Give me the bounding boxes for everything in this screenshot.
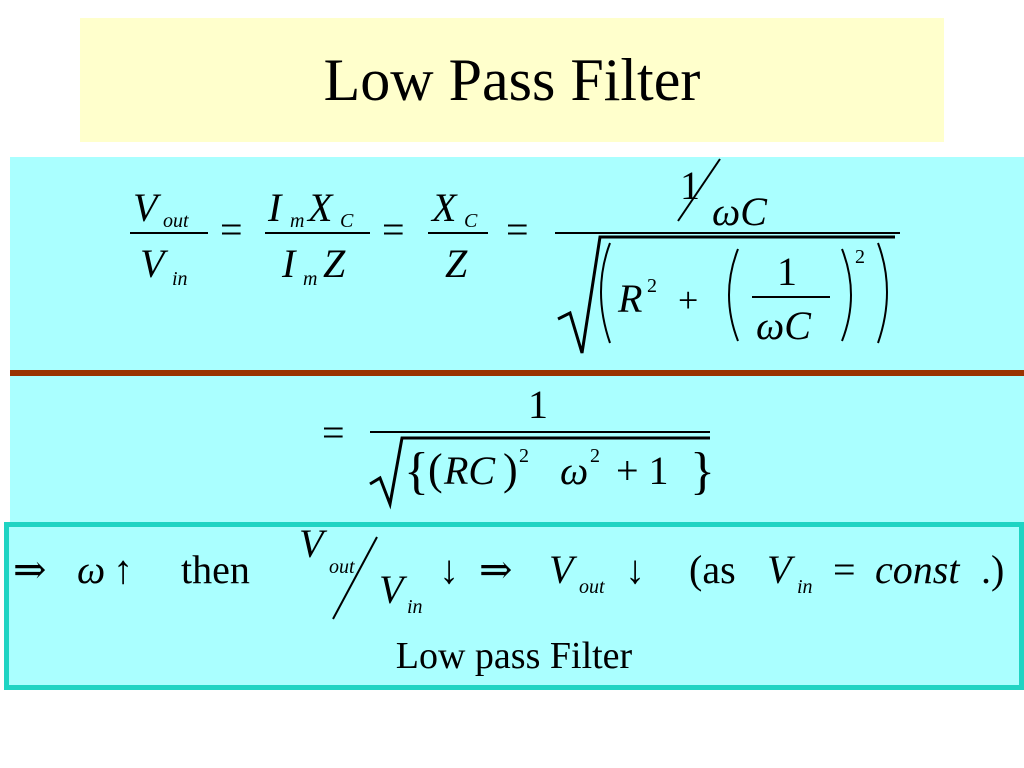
fraction-xc-z: X C Z xyxy=(428,185,488,286)
right-paren: ) xyxy=(503,445,518,494)
inner-omega-c: ωC xyxy=(756,303,812,348)
numerator-x: X xyxy=(430,185,458,230)
ratio-sub-in: in xyxy=(407,596,423,618)
inner-right-paren xyxy=(841,248,852,342)
implies-arrow-2: ⇒ xyxy=(479,547,513,592)
denominator-sub-in: in xyxy=(172,268,188,290)
numerator-v: V xyxy=(133,185,162,230)
equation-row-2: = 1 { ( RC ) 2 ω 2 + 1 } xyxy=(322,382,715,510)
denominator-z: Z xyxy=(323,241,346,286)
divider-bar xyxy=(10,370,1024,376)
title-banner: Low Pass Filter xyxy=(80,18,944,142)
denominator-sub-m: m xyxy=(303,268,317,290)
ratio-slash xyxy=(332,536,378,620)
inner-one: 1 xyxy=(777,249,797,294)
denominator-z: Z xyxy=(445,241,468,286)
numerator-sub-out: out xyxy=(163,210,189,232)
down-arrow-1: ↓ xyxy=(439,547,459,592)
const-word: const xyxy=(875,547,960,592)
fraction-reactance-impedance: 1 ωC R 2 + 1 ωC 2 xyxy=(555,158,900,354)
numerator-sub-c: C xyxy=(340,210,354,232)
inner-squared: 2 xyxy=(855,246,865,268)
numerator-one: 1 xyxy=(528,382,548,427)
v-sub-in: in xyxy=(797,576,813,598)
left-paren: ( xyxy=(428,445,443,494)
numerator-one: 1 xyxy=(680,163,700,208)
equals-sign: = xyxy=(322,410,345,455)
fraction-imxc-imz: I m X C I m Z xyxy=(265,185,370,290)
as-word: (as xyxy=(689,547,736,592)
omega-squared: 2 xyxy=(590,445,600,467)
omega-symbol: ω xyxy=(560,448,588,493)
numerator-i: I xyxy=(267,185,283,230)
square-root-sign xyxy=(369,436,710,510)
left-paren xyxy=(600,242,611,344)
v-out: V xyxy=(549,547,578,592)
equation-row-1: V out V in = I m X C I m Z = X C Z = xyxy=(130,158,900,354)
fraction-vout-vin: V out V in xyxy=(130,185,208,290)
conclusion-statement: ⇒ ω ↑ then V out V in ↓ ⇒ V out ↓ (as V … xyxy=(13,527,1004,620)
then-word: then xyxy=(181,547,250,592)
slash xyxy=(677,158,721,222)
rc-squared: 2 xyxy=(519,445,529,467)
closing-period: .) xyxy=(981,547,1004,592)
v-in: V xyxy=(767,547,796,592)
numerator-sub-m: m xyxy=(290,210,304,232)
down-arrow-2: ↓ xyxy=(625,547,645,592)
denominator-v: V xyxy=(140,241,169,286)
equals-sign-2: = xyxy=(382,207,405,252)
slide-title: Low Pass Filter xyxy=(323,47,701,113)
inner-left-paren xyxy=(728,248,739,342)
rc-symbol: RC xyxy=(443,448,496,493)
square-root-sign xyxy=(557,235,895,354)
caption-low-pass-filter: Low pass Filter xyxy=(395,635,633,677)
numerator-sub-c: C xyxy=(464,210,478,232)
plus-one: + 1 xyxy=(616,448,669,493)
up-arrow: ↑ xyxy=(113,547,133,592)
equals-sign: = xyxy=(833,547,856,592)
implies-arrow-1: ⇒ xyxy=(13,547,47,592)
left-brace: { xyxy=(404,443,429,500)
right-paren xyxy=(877,242,888,344)
ratio-sub-out: out xyxy=(329,556,355,578)
right-brace: } xyxy=(690,443,715,500)
ratio-v-in: V xyxy=(379,567,408,612)
plus-sign: + xyxy=(678,280,698,320)
r-squared: 2 xyxy=(647,275,657,297)
conclusion-box: ⇒ ω ↑ then V out V in ↓ ⇒ V out ↓ (as V … xyxy=(4,522,1024,690)
numerator-x: X xyxy=(306,185,334,230)
omega-symbol: ω xyxy=(77,547,105,592)
equals-sign-3: = xyxy=(506,207,529,252)
equals-sign-1: = xyxy=(220,207,243,252)
v-sub-out: out xyxy=(579,576,605,598)
equation-panel-2: = 1 { ( RC ) 2 ω 2 + 1 } xyxy=(10,376,1024,522)
ratio-v-out: V xyxy=(299,527,328,566)
denominator-i: I xyxy=(281,241,297,286)
numerator-omega-c: ωC xyxy=(712,189,768,234)
r-symbol: R xyxy=(617,276,642,321)
equation-panel-1: V out V in = I m X C I m Z = X C Z = xyxy=(10,157,1024,370)
